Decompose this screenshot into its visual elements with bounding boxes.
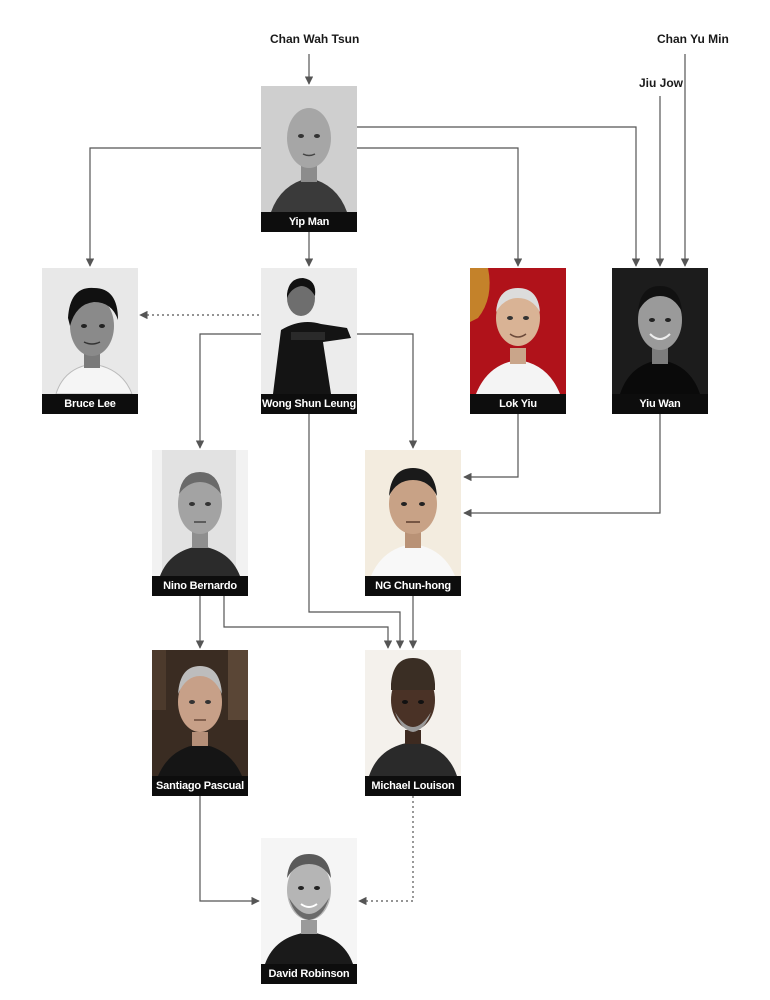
person-card-lok-yiu[interactable]: Lok Yiu <box>470 268 566 414</box>
person-card-nino-bernardo[interactable]: Nino Bernardo <box>152 450 248 596</box>
connector-yip-man-lok-yiu <box>357 147 523 267</box>
connector-yip-man-bruce-lee <box>85 147 261 267</box>
portrait-photo-santiago-pascual <box>152 650 248 776</box>
person-card-yiu-wan[interactable]: Yiu Wan <box>612 268 708 414</box>
person-card-santiago-pascual[interactable]: Santiago Pascual <box>152 650 248 796</box>
person-card-yip-man[interactable]: Yip Man <box>261 86 357 232</box>
caption-bruce-lee: Bruce Lee <box>42 394 138 414</box>
connector-wong-shun-leung-ng-chun-hong <box>357 333 418 449</box>
portrait-photo-wong-shun-leung <box>261 268 357 394</box>
connector-yiu-wan-ng-chun-hong <box>463 414 661 518</box>
connector-yip-man-yiu-wan <box>357 126 641 267</box>
connector-wong-shun-leung-nino-bernardo <box>195 333 261 449</box>
caption-nino-bernardo: Nino Bernardo <box>152 576 248 596</box>
portrait-photo-lok-yiu <box>470 268 566 394</box>
caption-lok-yiu: Lok Yiu <box>470 394 566 414</box>
caption-wong-shun-leung: Wong Shun Leung <box>261 394 357 414</box>
portrait-photo-nino-bernardo <box>152 450 248 576</box>
connector-michael-louison-david-robinson-dotted <box>358 796 414 906</box>
portrait-photo-ng-chun-hong <box>365 450 461 576</box>
portrait-photo-michael-louison <box>365 650 461 776</box>
portrait-photo-david-robinson <box>261 838 357 964</box>
portrait-photo-yip-man <box>261 86 357 212</box>
caption-ng-chun-hong: NG Chun-hong <box>365 576 461 596</box>
caption-michael-louison: Michael Louison <box>365 776 461 796</box>
connector-nino-bernardo-michael-louison <box>223 596 393 649</box>
ancestor-label-chan-yu-min: Chan Yu Min <box>657 32 729 46</box>
portrait-photo-yiu-wan <box>612 268 708 394</box>
caption-david-robinson: David Robinson <box>261 964 357 984</box>
caption-yiu-wan: Yiu Wan <box>612 394 708 414</box>
ancestor-label-jiu-jow: Jiu Jow <box>639 76 684 90</box>
person-card-david-robinson[interactable]: David Robinson <box>261 838 357 984</box>
caption-yip-man: Yip Man <box>261 212 357 232</box>
person-card-ng-chun-hong[interactable]: NG Chun-hong <box>365 450 461 596</box>
connector-santiago-pascual-david-robinson <box>199 796 260 906</box>
ancestor-label-chan-wah-tsun: Chan Wah Tsun <box>270 32 360 46</box>
connector-lok-yiu-ng-chun-hong <box>463 414 519 482</box>
person-card-michael-louison[interactable]: Michael Louison <box>365 650 461 796</box>
portrait-photo-bruce-lee <box>42 268 138 394</box>
connector-wong-shun-leung-michael-louison <box>308 414 405 649</box>
person-card-bruce-lee[interactable]: Bruce Lee <box>42 268 138 414</box>
caption-santiago-pascual: Santiago Pascual <box>152 776 248 796</box>
person-card-wong-shun-leung[interactable]: Wong Shun Leung <box>261 268 357 414</box>
